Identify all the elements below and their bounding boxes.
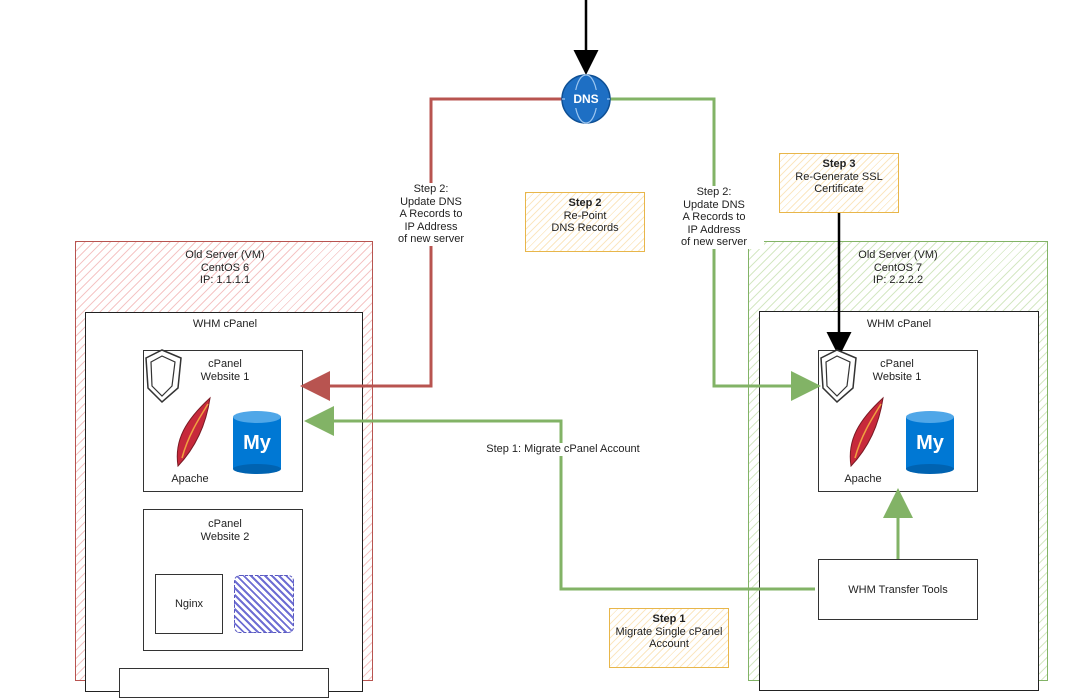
new-server-title: Old Server (VM) CentOS 7 IP: 2.2.2.2 — [858, 249, 938, 286]
step2-left-label: Step 2: Update DNS A Records to IP Addre… — [381, 183, 481, 246]
new-mysql-label: My — [916, 432, 944, 454]
old-server-title: Old Server (VM) CentOS 6 IP: 1.1.1.1 — [185, 249, 265, 286]
connectors-layer — [145, 0, 954, 591]
step3-note: Step 3 Re-Generate SSL Certificate — [779, 153, 899, 213]
new-apache-feather-icon — [849, 396, 884, 468]
step1-note-body: Migrate Single cPanel Account — [615, 625, 723, 651]
new-site1-label: cPanel Website 1 — [872, 358, 922, 383]
old-site2-label: cPanel Website 2 — [200, 518, 250, 543]
old-mysql-label: My — [243, 432, 271, 454]
step1-note-title: Step 1 — [652, 613, 686, 625]
old-apache-feather-icon — [176, 396, 211, 468]
dns-icon-label: DNS — [573, 92, 599, 106]
old-shield-icon — [145, 349, 182, 404]
step3-note-title: Step 3 — [822, 158, 856, 170]
step3-note-body: Re-Generate SSL Certificate — [795, 170, 883, 196]
nginx-label: Nginx — [174, 598, 204, 610]
placeholder-icon — [234, 575, 294, 633]
migration-path — [304, 406, 815, 591]
new-shield-icon — [820, 349, 857, 404]
migrate-label: Step 1: Migrate cPanel Account — [478, 443, 648, 456]
step2-note-body: Re-Point DNS Records — [551, 209, 619, 235]
step2-note: Step 2 Re-Point DNS Records — [525, 192, 645, 252]
whm-transfer-tools-box — [818, 559, 978, 620]
step2-right-label: Step 2: Update DNS A Records to IP Addre… — [664, 186, 764, 249]
old-site1-apache-label: Apache — [171, 473, 209, 485]
old-whm-label: WHM cPanel — [192, 318, 258, 330]
new-mysql-icon — [906, 411, 954, 474]
dns-globe-icon — [561, 74, 611, 124]
new-site1-apache-label: Apache — [844, 473, 882, 485]
step1-note: Step 1 Migrate Single cPanel Account — [609, 608, 729, 668]
old-site1-label: cPanel Website 1 — [200, 358, 250, 383]
new-whm-label: WHM cPanel — [866, 318, 932, 330]
step2-note-title: Step 2 — [568, 197, 602, 209]
nginx-box — [155, 574, 223, 634]
whm-transfer-tools-label: WHM Transfer Tools — [848, 584, 948, 596]
old-mysql-icon — [233, 411, 281, 474]
